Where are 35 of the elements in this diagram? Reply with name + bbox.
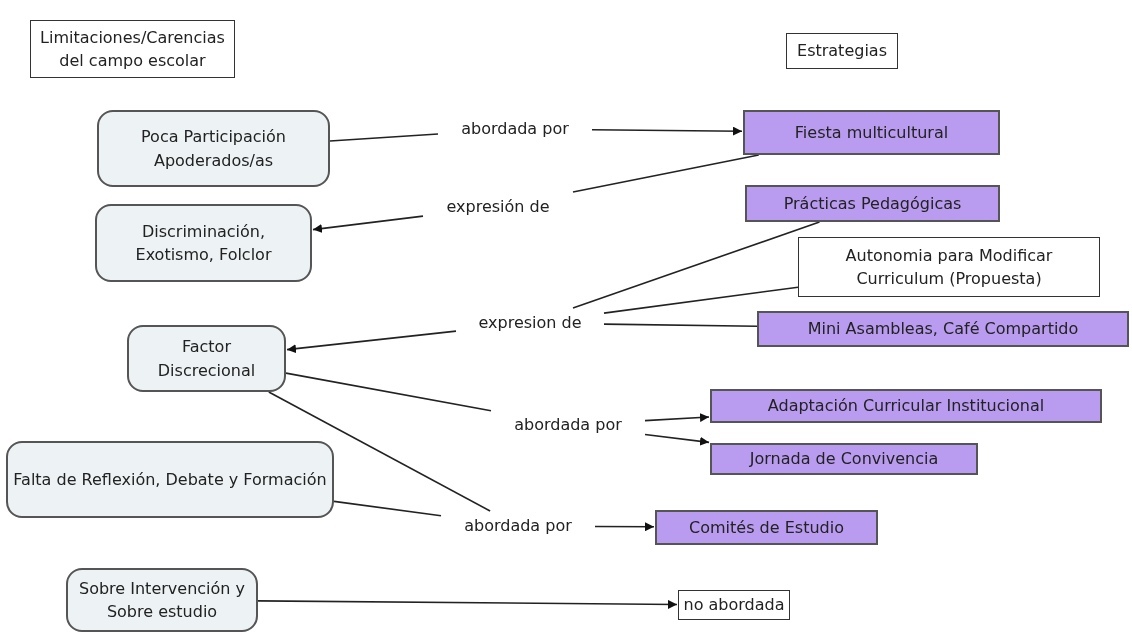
arrow — [644, 433, 710, 446]
concept-box: Autonomia para Modificar Curriculum (Propuesta) — [798, 237, 1100, 297]
linking-phrase: abordada por — [493, 412, 643, 438]
connector-line — [333, 500, 442, 517]
arrow — [312, 215, 424, 233]
arrow — [286, 330, 457, 354]
concept-box: Falta de Reflexión, Debate y Formación — [6, 441, 334, 518]
connector-line — [285, 372, 492, 412]
arrow — [644, 413, 710, 423]
strategy-box: Adaptación Curricular Institucional — [710, 389, 1102, 423]
linking-phrase: expresion de — [458, 310, 602, 336]
linking-phrase: abordada por — [440, 116, 590, 142]
strategy-box: Mini Asambleas, Café Compartido — [757, 311, 1129, 347]
concept-box: Discriminación, Exotismo, Folclor — [95, 204, 312, 282]
connector-line — [572, 221, 821, 309]
arrow — [257, 599, 678, 609]
strategy-box: Prácticas Pedagógicas — [745, 185, 1000, 222]
concept-box: Sobre Intervención y Sobre estudio — [66, 568, 258, 632]
connector-line — [268, 391, 491, 512]
connector-line — [329, 133, 439, 142]
connector-line — [572, 154, 760, 193]
linking-phrase: expresión de — [425, 194, 571, 220]
concept-box: Factor Discrecional — [127, 325, 286, 392]
arrow — [594, 522, 655, 532]
strategy-box: Comités de Estudio — [655, 510, 878, 545]
arrow — [591, 126, 743, 136]
concept-box: Estrategias — [786, 33, 898, 69]
strategy-box: Fiesta multicultural — [743, 110, 1000, 155]
connector-line — [603, 323, 758, 328]
linking-phrase: abordada por — [443, 513, 593, 539]
connector-line — [603, 286, 799, 314]
concept-box: Limitaciones/Carencias del campo escolar — [30, 20, 235, 78]
concept-box: Poca Participación Apoderados/as — [97, 110, 330, 187]
strategy-box: Jornada de Convivencia — [710, 443, 978, 475]
concept-box: no abordada — [678, 590, 790, 620]
